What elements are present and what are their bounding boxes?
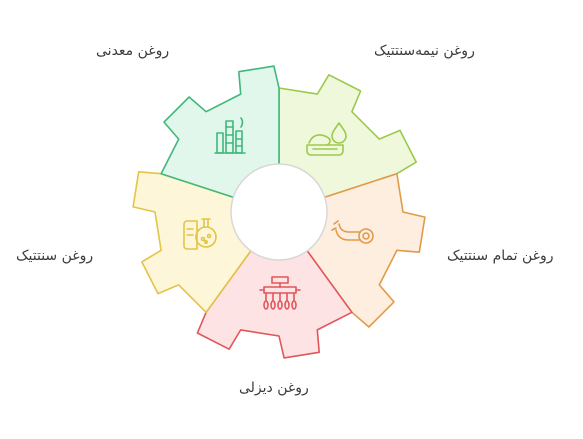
engine-icon xyxy=(259,276,301,310)
refinery-icon xyxy=(214,117,246,154)
gear-center-hole xyxy=(230,163,328,261)
gear-segment-mineral xyxy=(160,65,280,198)
label-synthetic-oil: روغن سنتتیک xyxy=(16,248,94,264)
flask-icon xyxy=(183,218,217,250)
label-full-synthetic-oil: روغن تمام سنتتیک xyxy=(447,248,554,264)
label-diesel-oil: روغن دیزلی xyxy=(239,380,309,396)
oil-drop-icon xyxy=(306,122,347,156)
pipe-connector-icon xyxy=(331,220,374,244)
label-mineral-oil: روغن معدنی xyxy=(96,43,170,59)
label-semi-synthetic-oil: روغن نیمه‌سنتتیک xyxy=(374,43,475,59)
